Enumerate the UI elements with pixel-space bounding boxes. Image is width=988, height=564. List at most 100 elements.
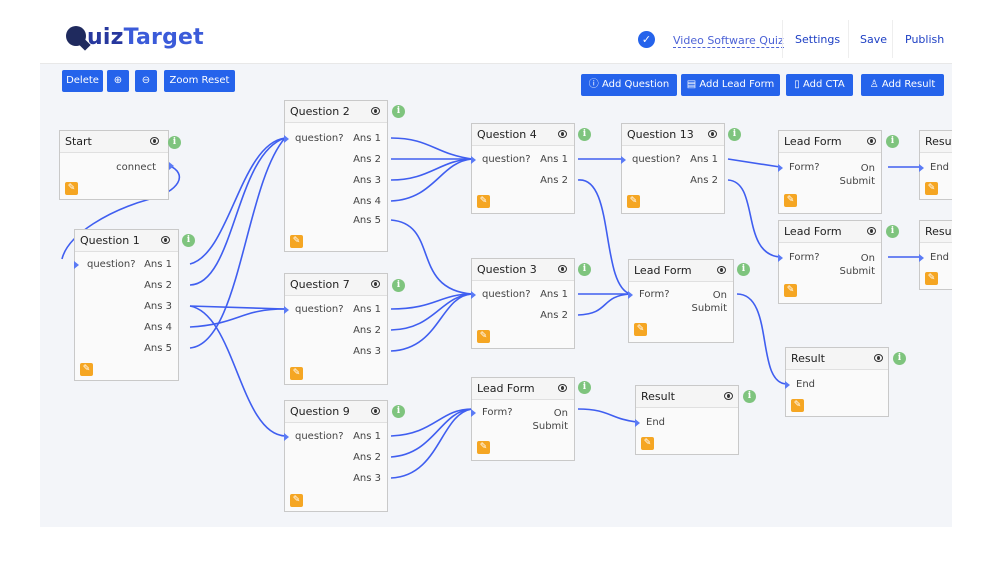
flow-canvas[interactable]: Delete ⊕ ⊖ Zoom Reset ⓘ Add Question ▤ A…: [40, 64, 952, 527]
info-icon[interactable]: i: [392, 279, 405, 292]
eye-icon[interactable]: [717, 266, 726, 274]
edit-icon[interactable]: ✎: [290, 494, 303, 507]
input-port[interactable]: [635, 419, 640, 427]
eye-icon[interactable]: [867, 227, 876, 235]
result-node[interactable]: Resul End ✎: [919, 220, 952, 290]
wire[interactable]: [189, 305, 286, 437]
wire[interactable]: [390, 293, 473, 310]
eye-icon[interactable]: [558, 130, 567, 138]
wire[interactable]: [577, 179, 631, 295]
quiz-name-link[interactable]: Video Software Quiz: [673, 34, 784, 48]
zoom-reset-button[interactable]: Zoom Reset: [164, 70, 235, 92]
edit-icon[interactable]: ✎: [784, 194, 797, 207]
eye-icon[interactable]: [708, 130, 717, 138]
input-port[interactable]: [284, 433, 289, 441]
input-port[interactable]: [284, 306, 289, 314]
zoom-out-icon[interactable]: ⊖: [135, 70, 157, 92]
publish-button[interactable]: Publish: [905, 33, 945, 46]
edit-icon[interactable]: ✎: [477, 441, 490, 454]
eye-icon[interactable]: [161, 236, 170, 244]
edit-icon[interactable]: ✎: [634, 323, 647, 336]
add-cta-button[interactable]: ▯ Add CTA: [786, 74, 853, 96]
info-icon[interactable]: i: [886, 225, 899, 238]
input-port[interactable]: [471, 156, 476, 164]
wire[interactable]: [577, 293, 631, 316]
input-port[interactable]: [74, 261, 79, 269]
info-icon[interactable]: i: [392, 105, 405, 118]
wire[interactable]: [189, 305, 286, 310]
info-icon[interactable]: i: [168, 136, 181, 149]
delete-button[interactable]: Delete: [62, 70, 103, 92]
lead-form-node[interactable]: Lead Form Form? On Submit ✎: [471, 377, 575, 461]
input-port[interactable]: [628, 291, 633, 299]
start-node[interactable]: Start connect ✎: [59, 130, 174, 200]
eye-icon[interactable]: [558, 265, 567, 273]
question-9-node[interactable]: Question 9 question? Ans 1 Ans 2 Ans 3 ✎: [284, 400, 388, 512]
eye-icon[interactable]: [867, 137, 876, 145]
info-icon[interactable]: i: [743, 390, 756, 403]
wire[interactable]: [577, 408, 638, 423]
eye-icon[interactable]: [371, 280, 380, 288]
input-port[interactable]: [919, 254, 924, 262]
info-icon[interactable]: i: [893, 352, 906, 365]
eye-icon[interactable]: [150, 137, 159, 145]
edit-icon[interactable]: ✎: [925, 182, 938, 195]
info-icon[interactable]: i: [392, 405, 405, 418]
wire[interactable]: [390, 408, 473, 479]
edit-icon[interactable]: ✎: [791, 399, 804, 412]
edit-icon[interactable]: ✎: [477, 330, 490, 343]
wire[interactable]: [390, 137, 473, 160]
input-port[interactable]: [621, 156, 626, 164]
edit-icon[interactable]: ✎: [80, 363, 93, 376]
add-question-button[interactable]: ⓘ Add Question: [581, 74, 677, 96]
wire[interactable]: [390, 158, 473, 202]
edit-icon[interactable]: ✎: [641, 437, 654, 450]
wire[interactable]: [390, 408, 473, 437]
input-port[interactable]: [778, 254, 783, 262]
info-icon[interactable]: i: [182, 234, 195, 247]
eye-icon[interactable]: [371, 407, 380, 415]
wire[interactable]: [390, 158, 473, 181]
info-icon[interactable]: i: [737, 263, 750, 276]
wire[interactable]: [189, 137, 286, 349]
input-port[interactable]: [471, 291, 476, 299]
info-icon[interactable]: i: [578, 381, 591, 394]
save-button[interactable]: Save: [860, 33, 888, 46]
wire[interactable]: [727, 179, 781, 258]
input-port[interactable]: [919, 164, 924, 172]
question-4-node[interactable]: Question 4 question? Ans 1 Ans 2 ✎: [471, 123, 575, 214]
wire[interactable]: [189, 137, 286, 265]
input-port[interactable]: [284, 135, 289, 143]
info-icon[interactable]: i: [578, 128, 591, 141]
edit-icon[interactable]: ✎: [925, 272, 938, 285]
input-port[interactable]: [778, 164, 783, 172]
output-port[interactable]: [169, 162, 174, 170]
wire[interactable]: [390, 219, 473, 295]
result-node[interactable]: Result End ✎: [785, 347, 889, 417]
input-port[interactable]: [785, 381, 790, 389]
edit-icon[interactable]: ✎: [477, 195, 490, 208]
info-icon[interactable]: i: [728, 128, 741, 141]
edit-icon[interactable]: ✎: [290, 235, 303, 248]
zoom-in-icon[interactable]: ⊕: [107, 70, 129, 92]
lead-form-node[interactable]: Lead Form Form? On Submit ✎: [628, 259, 734, 343]
question-3-node[interactable]: Question 3 question? Ans 1 Ans 2 ✎: [471, 258, 575, 349]
lead-form-node[interactable]: Lead Form Form? On Submit ✎: [778, 130, 882, 214]
result-node[interactable]: Resul End ✎: [919, 130, 952, 200]
wire[interactable]: [390, 408, 473, 458]
question-7-node[interactable]: Question 7 question? Ans 1 Ans 2 Ans 3 ✎: [284, 273, 388, 385]
info-icon[interactable]: i: [886, 135, 899, 148]
add-lead-form-button[interactable]: ▤ Add Lead Form: [681, 74, 780, 96]
question-2-node[interactable]: Question 2 question? Ans 1 Ans 2 Ans 3 A…: [284, 100, 388, 252]
eye-icon[interactable]: [558, 384, 567, 392]
wire[interactable]: [727, 158, 781, 168]
settings-button[interactable]: Settings: [795, 33, 841, 46]
result-node[interactable]: Result End ✎: [635, 385, 739, 455]
edit-icon[interactable]: ✎: [627, 195, 640, 208]
edit-icon[interactable]: ✎: [290, 367, 303, 380]
wire[interactable]: [189, 137, 286, 286]
question-1-node[interactable]: Question 1 question? Ans 1 Ans 2 Ans 3 A…: [74, 229, 179, 381]
wire[interactable]: [390, 293, 473, 352]
info-icon[interactable]: i: [578, 263, 591, 276]
input-port[interactable]: [471, 409, 476, 417]
